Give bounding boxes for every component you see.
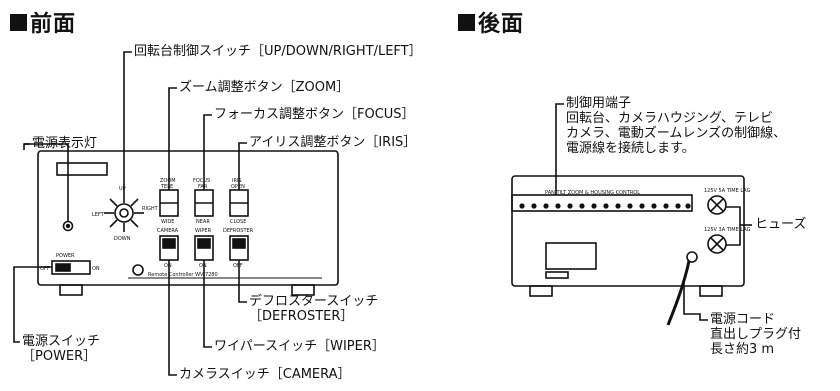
defroster-switch-label: デフロスタースイッチ ［DEFROSTER］: [249, 294, 379, 324]
joy-left-text: LEFT: [92, 212, 105, 218]
front-nameplate: [56, 162, 108, 176]
row2-defroster-off: OFF: [233, 263, 243, 269]
col-iris-sub-bottom: CLOSE: [230, 219, 246, 225]
joy-right-text: RIGHT: [142, 206, 159, 212]
heading-square-icon: [458, 13, 475, 31]
col-focus-sub-bottom: NEAR: [196, 219, 210, 225]
row2-camera-on: ON: [164, 263, 172, 269]
col-iris-sub-top: OPEN: [231, 184, 245, 190]
rear-heading: 後面: [458, 6, 524, 38]
col-zoom-title: ZOOM: [160, 178, 176, 184]
col-focus-title: FOCUS: [193, 178, 210, 184]
col-focus-sub-top: FAR: [198, 184, 208, 190]
camera-switch-label: カメラスイッチ［CAMERA］: [179, 367, 351, 382]
control-terminal-label: 制御用端子 回転台、カメラハウジング、テレビ カメラ、電動ズームレンズの制御線、…: [566, 96, 787, 156]
iris-button-label: アイリス調整ボタン［IRIS］: [249, 135, 417, 150]
front-panel-body: [37, 150, 339, 286]
terminal-header-text: PAN TILT ZOOM & HOUSING CONTROL: [545, 190, 640, 196]
col-zoom-sub-bottom: WIDE: [161, 219, 174, 225]
focus-button-label: フォーカス調整ボタン［FOCUS］: [214, 107, 415, 122]
rotator-switch-label: 回転台制御スイッチ［UP/DOWN/RIGHT/LEFT］: [134, 44, 422, 59]
power-lamp-shape: [62, 220, 74, 232]
fuse-top-shape: [707, 195, 727, 215]
heading-square-icon: [10, 13, 27, 31]
power-cord-label: 電源コード 直出しプラグ付 長さ約3 m: [710, 312, 802, 357]
brand-plate-text: Remote Controller WV-7280: [148, 272, 218, 278]
terminal-block-shape: [511, 194, 693, 212]
front-foot-left: [59, 284, 83, 296]
power-off-text: OFF: [40, 266, 50, 272]
joy-down-text: DOWN: [114, 236, 131, 242]
wiper-switch-label: ワイパースイッチ［WIPER］: [214, 339, 385, 354]
zoom-button-label: ズーム調整ボタン［ZOOM］: [179, 80, 350, 95]
fuse-bottom-shape: [707, 234, 727, 254]
col-zoom-sub-top: TELE: [160, 184, 173, 190]
terminal-screws: [519, 203, 691, 209]
fuse-label: ヒューズ: [755, 217, 807, 232]
front-foot-right: [291, 284, 315, 296]
fuse-bottom-text: 125V 3A TIME LAG: [704, 227, 751, 233]
rear-panel-body: [511, 175, 745, 287]
joy-up-text: UP: [119, 186, 126, 192]
cord-grommet-shape: [686, 251, 698, 263]
fuse-top-text: 125V 5A TIME LAG: [704, 188, 751, 194]
power-switch-label: 電源スイッチ ［POWER］: [22, 334, 101, 364]
joystick-shape: [114, 203, 134, 223]
row2-wiper-title: WIPER: [195, 228, 212, 234]
front-heading: 前面: [10, 6, 76, 38]
power-on-text: ON: [92, 266, 100, 272]
row2-camera-title: CAMERA: [157, 228, 179, 234]
power-text: POWER: [56, 253, 75, 259]
row2-wiper-on: ON: [199, 263, 207, 269]
row2-defroster-title: DEFROSTER: [223, 228, 254, 234]
power-lamp-label: 電源表示灯: [32, 136, 98, 151]
col-iris-title: IRIS: [232, 178, 242, 184]
